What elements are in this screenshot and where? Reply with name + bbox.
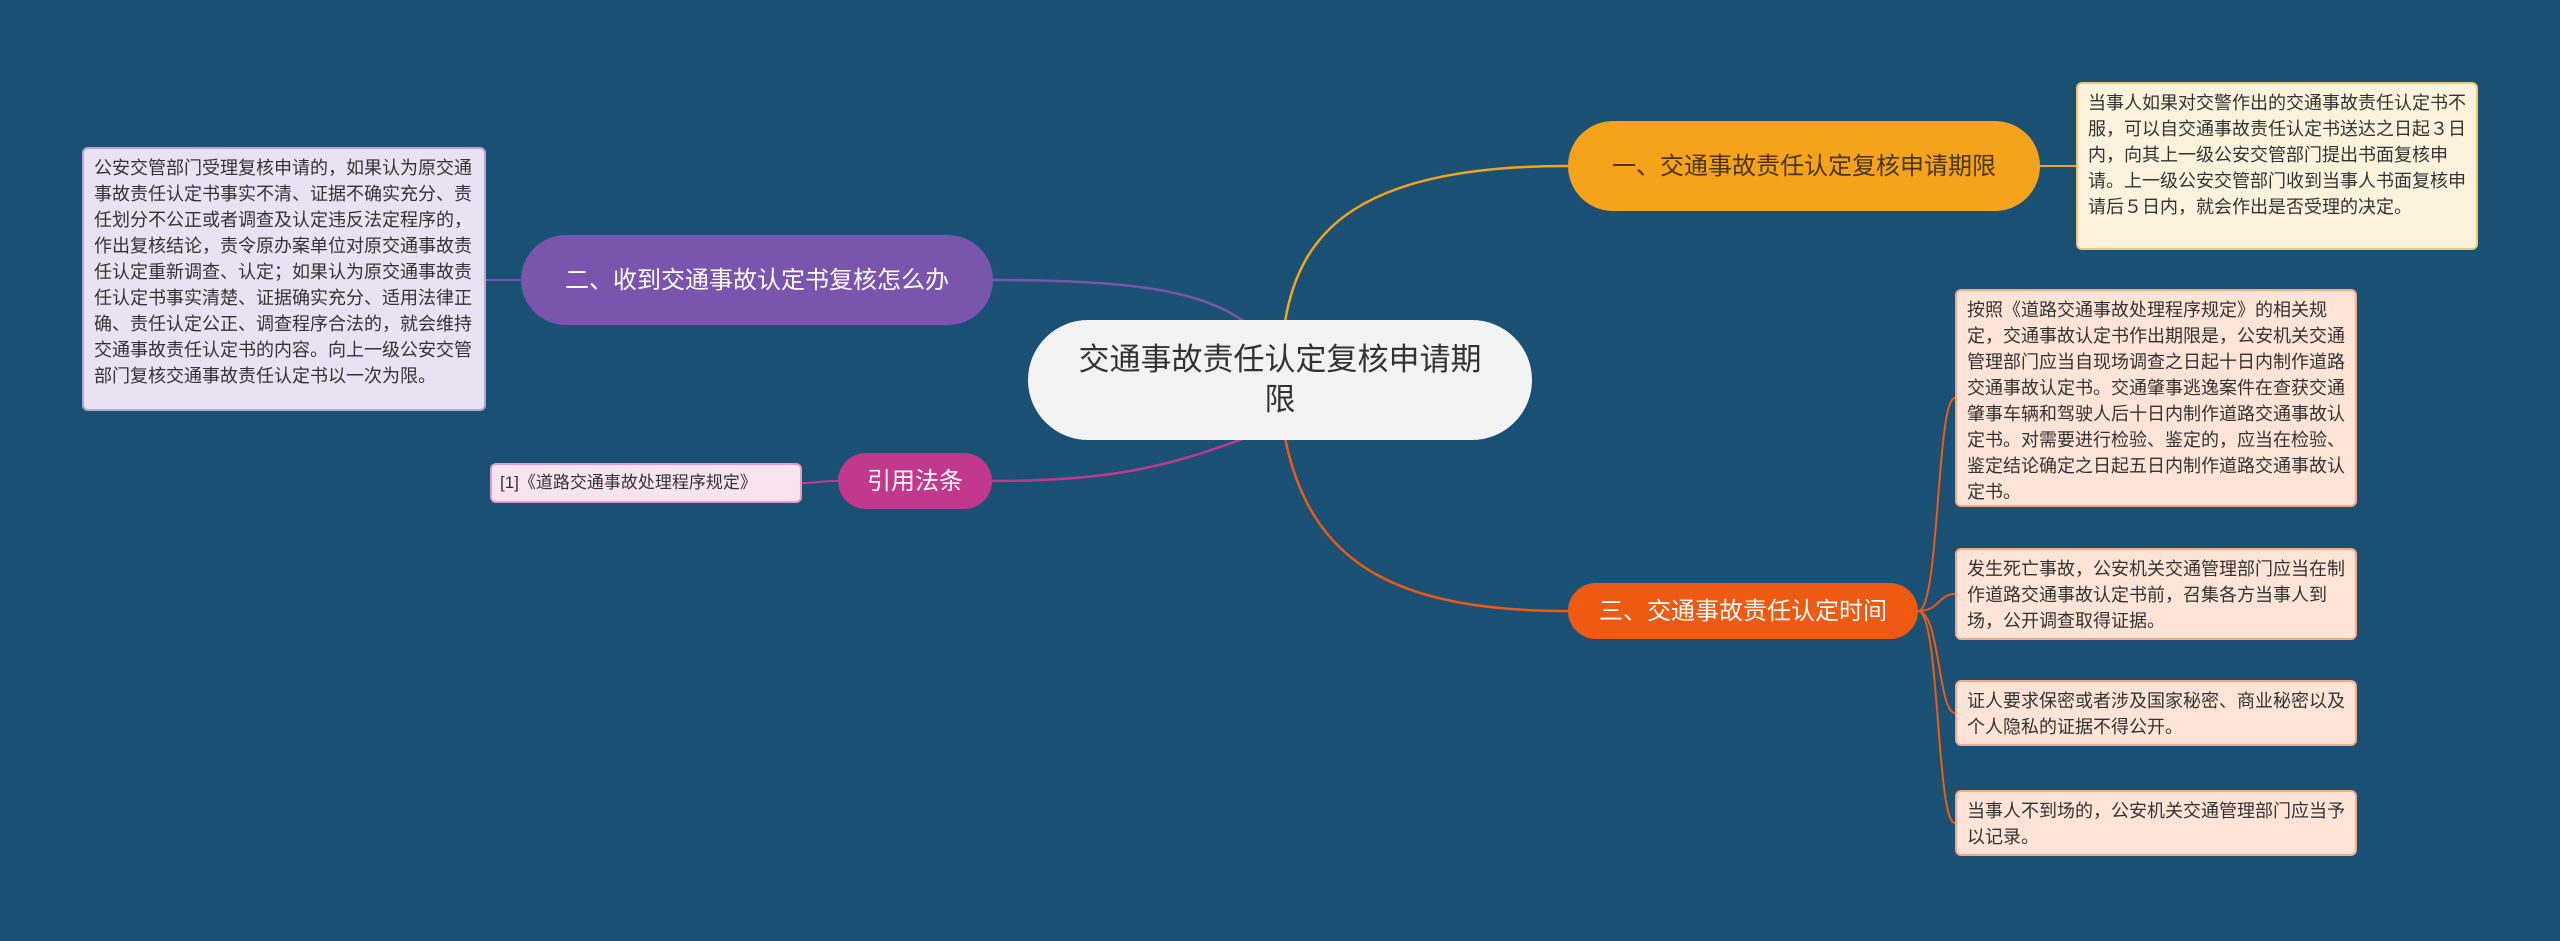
link-branch4-leaf3 bbox=[1917, 610, 1956, 714]
leaf-cited-law-text[interactable]: [1]《道路交通事故处理程序规定》 bbox=[490, 463, 802, 503]
link-root-branch3 bbox=[991, 436, 1246, 483]
leaf-text: 当事人不到场的，公安机关交通管理部门应当予以记录。 bbox=[1967, 801, 2345, 847]
branch-topic-cited-law[interactable]: 引用法条 bbox=[838, 453, 992, 509]
link-root-branch4 bbox=[1283, 437, 1569, 613]
leaf-after-receiving-text[interactable]: 公安交管部门受理复核申请的，如果认为原交通事故责任认定书事实不清、证据不确实充分… bbox=[82, 147, 486, 411]
branch-topic-review-deadline[interactable]: 一、交通事故责任认定复核申请期限 bbox=[1568, 121, 2040, 211]
link-branch3-leaf bbox=[801, 480, 839, 484]
branch-topic-after-receiving[interactable]: 二、收到交通事故认定书复核怎么办 bbox=[521, 235, 993, 325]
link-root-branch2 bbox=[992, 278, 1246, 324]
link-branch4-leaf1 bbox=[1917, 397, 1956, 612]
leaf-determination-time-text-3[interactable]: 证人要求保密或者涉及国家秘密、商业秘密以及个人隐私的证据不得公开。 bbox=[1955, 680, 2357, 746]
leaf-text: 发生死亡事故，公安机关交通管理部门应当在制作道路交通事故认定书前，召集各方当事人… bbox=[1967, 559, 2345, 631]
leaf-determination-time-text-2[interactable]: 发生死亡事故，公安机关交通管理部门应当在制作道路交通事故认定书前，召集各方当事人… bbox=[1955, 548, 2357, 640]
branch-topic-determination-time[interactable]: 三、交通事故责任认定时间 bbox=[1568, 583, 1918, 639]
leaf-text: 公安交管部门受理复核申请的，如果认为原交通事故责任认定书事实不清、证据不确实充分… bbox=[94, 158, 472, 386]
branch-topic-label: 三、交通事故责任认定时间 bbox=[1599, 597, 1887, 625]
branch-topic-label: 一、交通事故责任认定复核申请期限 bbox=[1612, 152, 1996, 180]
leaf-text: [1]《道路交通事故处理程序规定》 bbox=[500, 473, 757, 492]
leaf-text: 证人要求保密或者涉及国家秘密、商业秘密以及个人隐私的证据不得公开。 bbox=[1967, 691, 2345, 737]
branch-topic-label: 引用法条 bbox=[867, 467, 963, 495]
link-root-branch1 bbox=[1283, 164, 1569, 323]
link-branch4-leaf4 bbox=[1917, 610, 1956, 824]
root-topic[interactable]: 交通事故责任认定复核申请期限 bbox=[1028, 320, 1532, 440]
leaf-determination-time-text-1[interactable]: 按照《道路交通事故处理程序规定》的相关规定，交通事故认定书作出期限是，公安机关交… bbox=[1955, 289, 2357, 507]
leaf-text: 当事人如果对交警作出的交通事故责任认定书不服，可以自交通事故责任认定书送达之日起… bbox=[2088, 93, 2466, 217]
leaf-text: 按照《道路交通事故处理程序规定》的相关规定，交通事故认定书作出期限是，公安机关交… bbox=[1967, 300, 2345, 502]
root-topic-label: 交通事故责任认定复核申请期限 bbox=[1078, 342, 1482, 417]
leaf-determination-time-text-4[interactable]: 当事人不到场的，公安机关交通管理部门应当予以记录。 bbox=[1955, 790, 2357, 856]
leaf-review-deadline-text[interactable]: 当事人如果对交警作出的交通事故责任认定书不服，可以自交通事故责任认定书送达之日起… bbox=[2076, 82, 2478, 250]
link-branch4-leaf2 bbox=[1917, 593, 1956, 612]
branch-topic-label: 二、收到交通事故认定书复核怎么办 bbox=[565, 266, 949, 294]
